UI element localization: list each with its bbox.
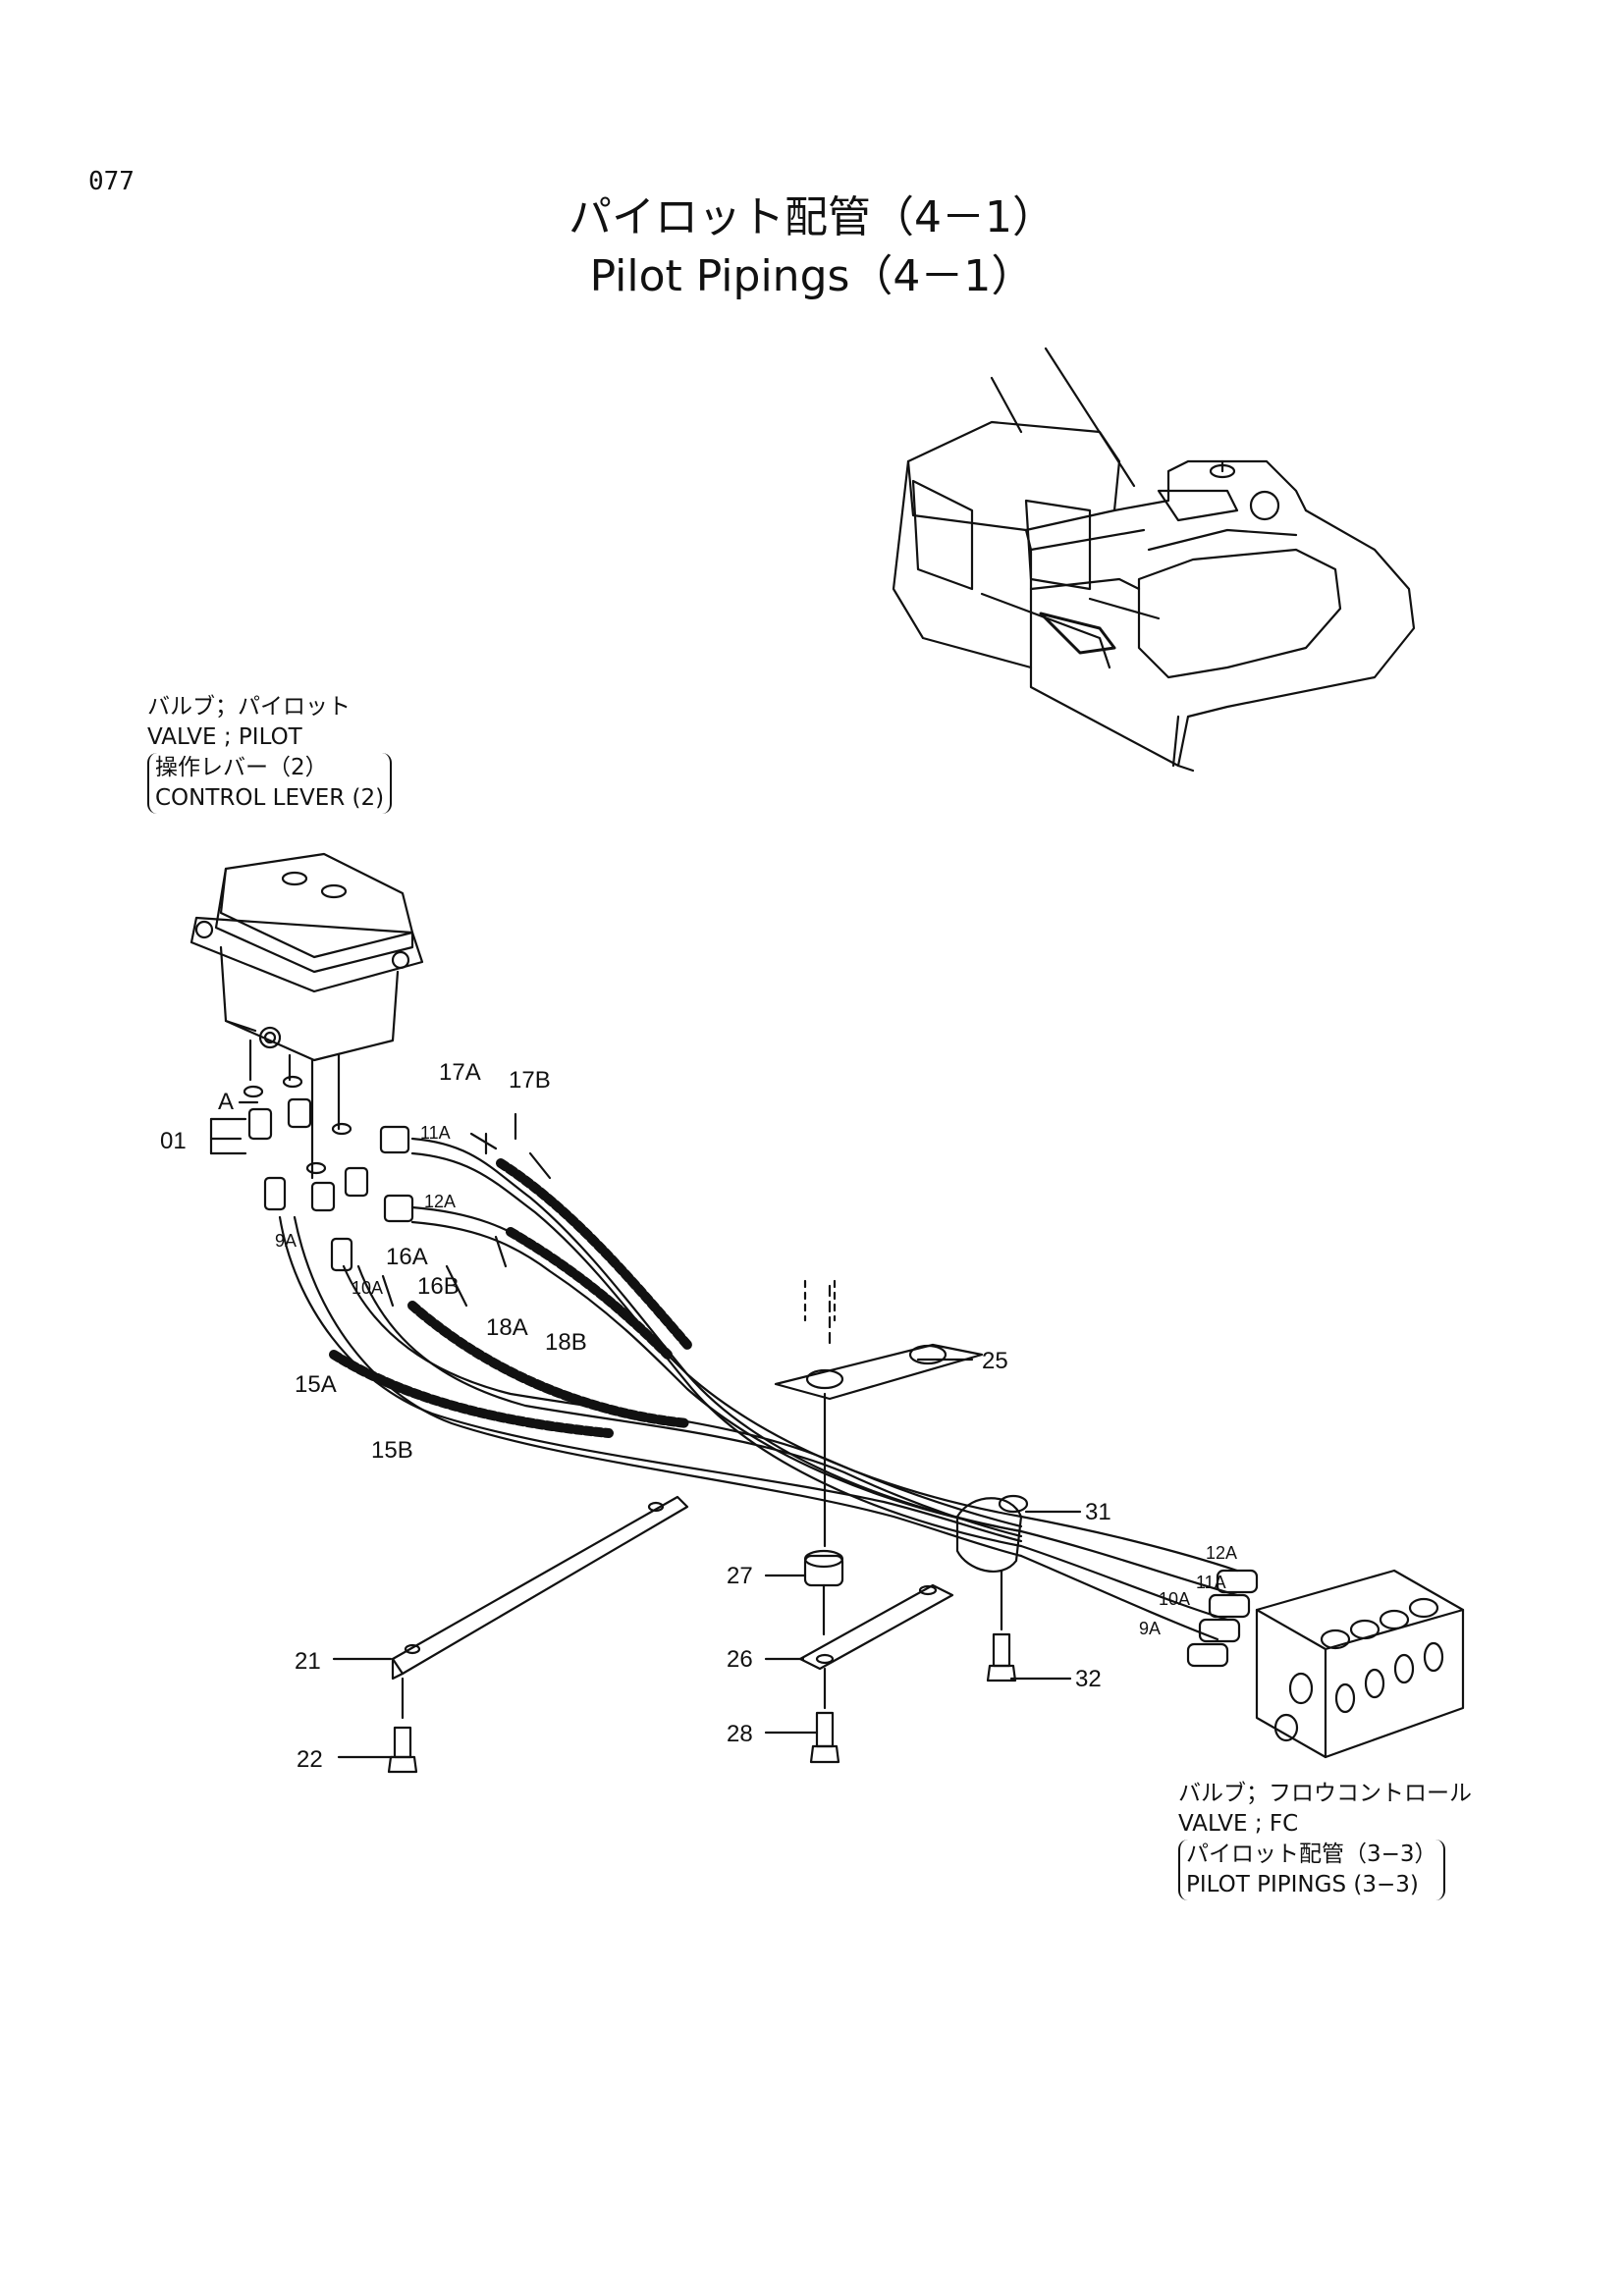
hoses-illustration — [278, 1137, 1239, 1641]
callout-28: 28 — [727, 1721, 753, 1747]
callout-32: 32 — [1075, 1666, 1102, 1692]
callout-22: 22 — [297, 1746, 323, 1773]
callout-10A-right: 10A — [1159, 1589, 1190, 1609]
callout-labels: 01 A 9A 10A 11A 12A 15A 15B 16A 16B 17A … — [160, 1059, 1237, 1773]
plates-illustration — [391, 1279, 984, 1720]
bolts-illustration — [387, 1632, 1017, 1774]
callout-31: 31 — [1085, 1499, 1111, 1525]
pilot-valve-illustration — [189, 852, 424, 1180]
callout-17A: 17A — [439, 1059, 481, 1086]
callout-15B: 15B — [371, 1437, 413, 1464]
callout-10A-top: 10A — [352, 1278, 383, 1298]
fc-valve-note: バルブ；フロウコントロール VALVE ; FC パイロット配管（3−3） PI… — [1178, 1779, 1472, 1900]
fc-valve-ref-en: PILOT PIPINGS (3−3) — [1186, 1872, 1419, 1897]
clamp-illustration — [955, 1494, 1029, 1631]
callout-18B: 18B — [545, 1329, 587, 1356]
fc-valve-note-en: VALVE ; FC — [1178, 1811, 1299, 1837]
callout-11A-right: 11A — [1196, 1573, 1226, 1592]
pilot-valve-note-en: VALVE ; PILOT — [147, 724, 302, 750]
fc-valve-illustration — [1186, 1569, 1465, 1759]
fc-valve-note-jp: バルブ；フロウコントロール — [1178, 1781, 1472, 1806]
callout-12A-top: 12A — [424, 1192, 456, 1211]
page-title-english: Pilot Pipings（4－1） — [589, 251, 1035, 301]
callout-27: 27 — [727, 1563, 753, 1589]
callout-25: 25 — [982, 1348, 1008, 1374]
callout-21: 21 — [295, 1648, 321, 1675]
callout-16A: 16A — [386, 1244, 428, 1270]
pilot-valve-ref-en: CONTROL LEVER (2) — [155, 785, 385, 811]
callout-9A-top: 9A — [275, 1231, 297, 1251]
callout-01: 01 — [160, 1128, 187, 1154]
callout-26: 26 — [727, 1646, 753, 1673]
page-title-japanese: パイロット配管（4－1） — [568, 192, 1056, 242]
pilot-valve-ref-jp: 操作レバー（2） — [155, 755, 328, 780]
callout-18A: 18A — [486, 1314, 528, 1341]
callout-15A: 15A — [295, 1371, 337, 1398]
fittings-illustration — [243, 1075, 414, 1272]
fc-valve-ref-jp: パイロット配管（3−3） — [1186, 1842, 1437, 1867]
callout-16B: 16B — [417, 1273, 460, 1300]
callout-17B: 17B — [509, 1067, 551, 1094]
callout-11A-top: 11A — [420, 1123, 451, 1143]
pilot-valve-note-jp: バルブ；パイロット — [147, 694, 351, 720]
page-number: 077 — [88, 167, 135, 196]
fc-valve-ref-bracket: パイロット配管（3−3） PILOT PIPINGS (3−3) — [1178, 1840, 1445, 1900]
excavator-overview-illustration — [892, 347, 1416, 773]
leader-lines — [209, 1100, 1082, 1759]
callout-9A-right: 9A — [1139, 1619, 1161, 1638]
pilot-valve-note: バルブ；パイロット VALVE ; PILOT 操作レバー（2） CONTROL… — [147, 692, 393, 814]
pilot-valve-ref-bracket: 操作レバー（2） CONTROL LEVER (2) — [147, 753, 393, 814]
callout-12A-right: 12A — [1206, 1543, 1237, 1563]
callout-A: A — [218, 1089, 234, 1115]
